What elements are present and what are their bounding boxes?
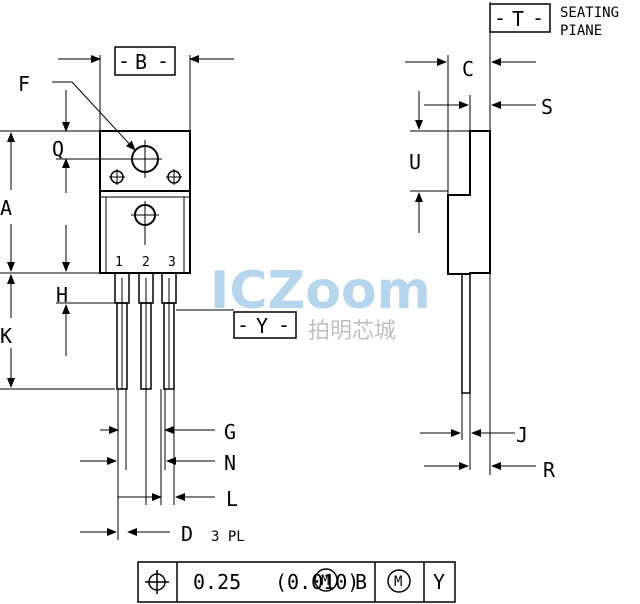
tolerance-value: 0.25	[193, 570, 241, 594]
dim-label-g: G	[224, 420, 236, 444]
dim-label-a: A	[0, 196, 12, 220]
datum-b-dash-left: -	[118, 49, 130, 73]
tolerance-datum-y: Y	[433, 570, 445, 594]
dim-label-h: H	[56, 283, 68, 307]
pin-number-3: 3	[168, 255, 176, 270]
seating-plane-line-1: SEATING	[560, 5, 619, 21]
watermark-caption: 拍明芯城	[308, 319, 396, 344]
datum-b-dash-right: -	[157, 49, 169, 73]
watermark-logo-text: ICZoom	[210, 261, 431, 321]
front-view	[99, 130, 191, 390]
dim-label-u: U	[409, 150, 421, 174]
datum-b-modifier: M	[394, 574, 402, 590]
mmc-modifier: M	[321, 573, 329, 589]
datum-y-dash-left: -	[237, 313, 249, 337]
seating-plane-line-2: PIANE	[560, 23, 602, 39]
dim-d-note: 3 PL	[211, 529, 245, 545]
lead-3	[161, 272, 177, 390]
dim-label-c: C	[462, 57, 474, 81]
datum-y-dash-right: -	[278, 313, 290, 337]
dim-label-q: Q	[52, 137, 64, 161]
side-view	[447, 130, 491, 394]
watermark-logo: ICZoom 拍明芯城	[210, 261, 431, 344]
tolerance-frame: 0.25 (0.010) M B M Y	[137, 561, 456, 603]
side-profile	[447, 130, 491, 275]
dim-label-l: L	[226, 487, 238, 511]
pin-number-1: 1	[115, 255, 123, 270]
datum-t-dash-right: -	[532, 6, 544, 30]
datum-b-modifier-circle	[387, 569, 411, 593]
dim-label-n: N	[224, 451, 236, 475]
dim-label-d: D	[181, 522, 193, 546]
pin-number-2: 2	[142, 255, 150, 270]
datum-t-label: T	[512, 7, 524, 31]
datum-t-frame	[489, 3, 551, 33]
datum-y-frame	[233, 311, 297, 339]
datum-t-dash-left: -	[494, 6, 506, 30]
datum-y-label: Y	[256, 314, 268, 338]
dim-label-j: J	[516, 423, 528, 447]
datum-b-frame	[114, 46, 176, 76]
tolerance-datum-b: B	[355, 570, 367, 594]
lead-2	[138, 272, 154, 390]
lead-1	[114, 272, 130, 390]
dim-label-b: B	[135, 50, 147, 74]
mmc-modifier-circle	[314, 568, 338, 592]
side-lead	[461, 273, 471, 394]
dim-label-r: R	[543, 458, 556, 482]
dim-label-k: K	[0, 324, 12, 348]
dim-label-f: F	[18, 72, 30, 96]
position-symbol-icon	[145, 570, 169, 594]
dim-label-s: S	[541, 95, 553, 119]
